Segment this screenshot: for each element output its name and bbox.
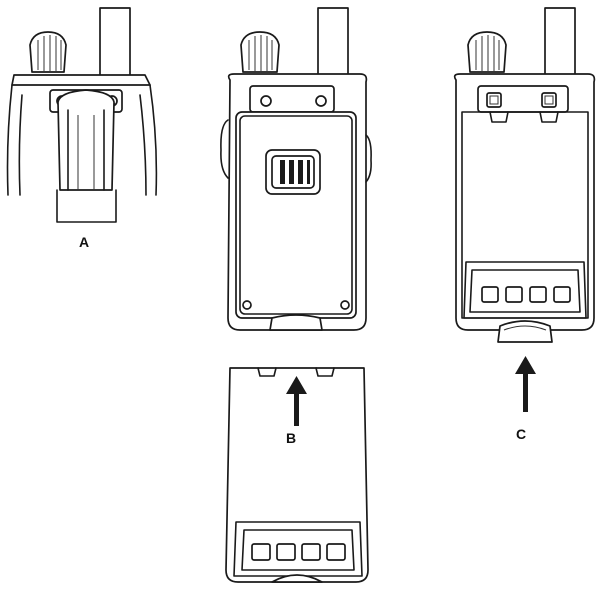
label-a: A xyxy=(79,234,89,250)
figure-c-radio-battery-attached xyxy=(453,7,596,343)
arrow-b-icon xyxy=(286,376,307,426)
figure-b-radio-battery-removed xyxy=(220,7,372,331)
figure-a-radio-with-belt-clip xyxy=(6,7,158,223)
label-c: C xyxy=(516,426,526,442)
figure-b-battery-pack xyxy=(225,367,369,583)
arrow-c-icon xyxy=(515,356,536,412)
label-b: B xyxy=(286,430,296,446)
